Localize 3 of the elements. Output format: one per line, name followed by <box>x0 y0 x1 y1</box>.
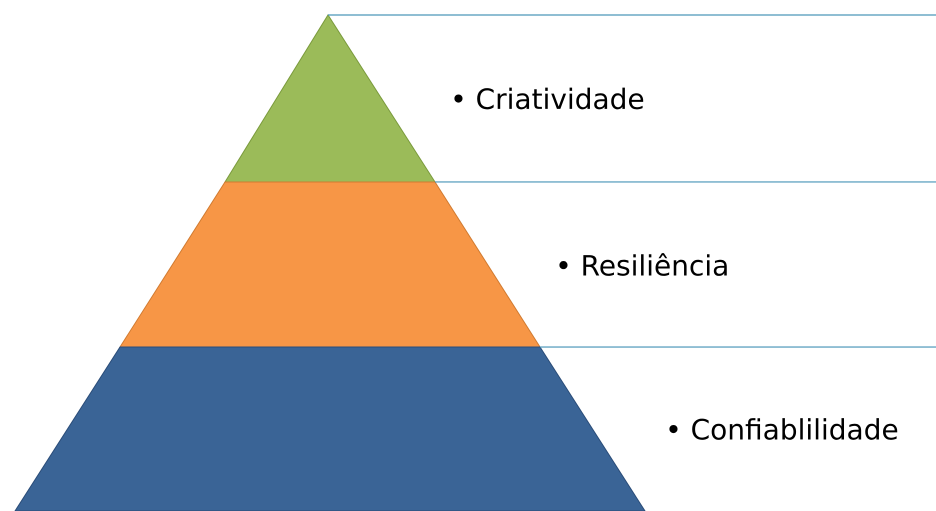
bullet-label: • Resiliência <box>559 253 727 276</box>
bullet-label: • Criatividade <box>454 88 644 110</box>
bullet-label: • Confiablilidade <box>669 418 898 440</box>
